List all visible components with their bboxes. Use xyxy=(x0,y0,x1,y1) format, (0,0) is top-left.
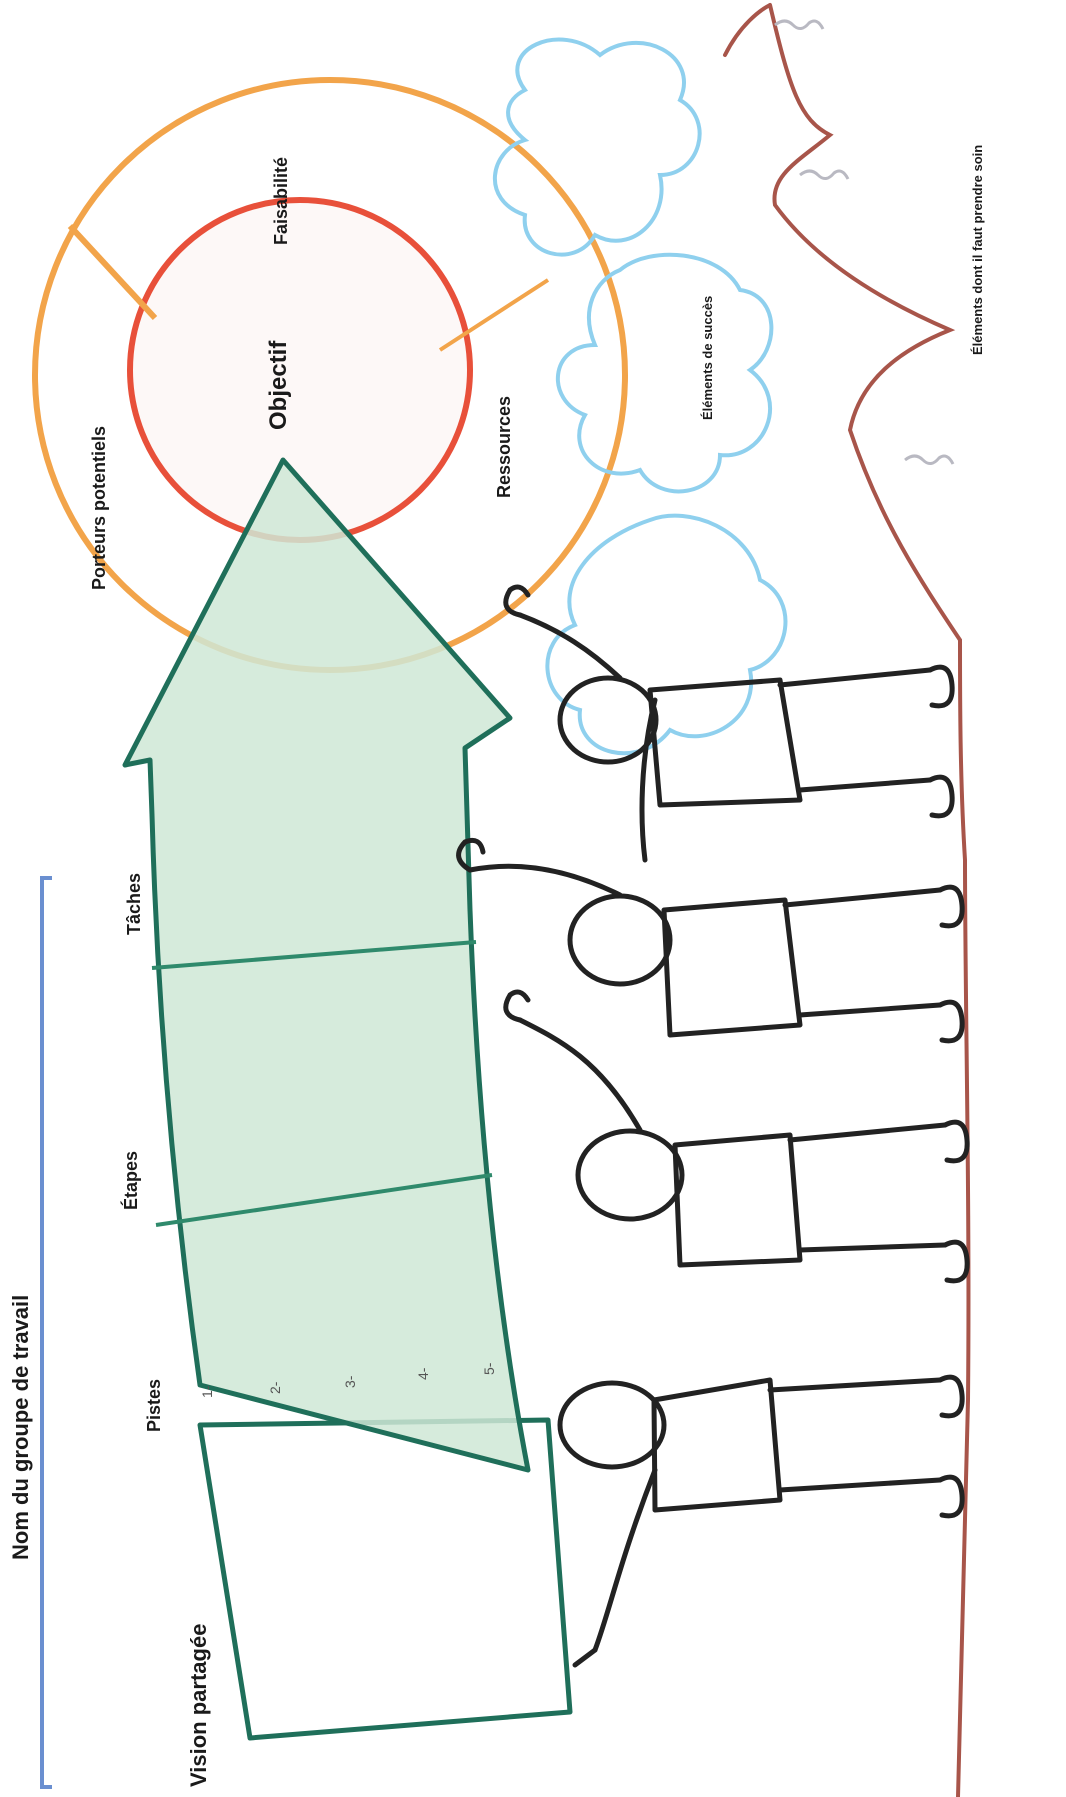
arrow-label-etapes: Étapes xyxy=(120,1151,141,1210)
arrow-label-pistes: Pistes xyxy=(144,1379,164,1432)
piste-number-5: 5- xyxy=(481,1362,497,1375)
mountains-label: Éléments dont il faut prendre soin xyxy=(970,145,985,355)
piste-number-1: 1- xyxy=(199,1385,215,1398)
mountain-snow-1 xyxy=(775,21,823,29)
target-divider-1 xyxy=(70,226,155,318)
vision-label: Vision partagée xyxy=(186,1624,211,1787)
target-segment-ressources: Ressources xyxy=(494,396,514,498)
target-center-label: Objectif xyxy=(265,340,292,430)
clouds-label: Éléments de succès xyxy=(700,296,715,420)
piste-number-2: 2- xyxy=(267,1381,283,1394)
cloud-2 xyxy=(558,255,772,492)
mountain-snow-2 xyxy=(800,171,848,179)
arrow-label-taches: Tâches xyxy=(124,873,144,935)
cloud-1 xyxy=(495,40,700,255)
piste-number-4: 4- xyxy=(415,1367,431,1380)
person-2 xyxy=(506,992,967,1281)
person-1 xyxy=(560,1377,962,1665)
piste-number-3: 3- xyxy=(342,1375,358,1388)
mountain-snow-3 xyxy=(905,456,953,464)
target-segment-faisabilite: Faisabilité xyxy=(271,157,291,245)
group-name-title: Nom du groupe de travail xyxy=(8,1295,33,1560)
cloud-3 xyxy=(547,516,785,754)
person-3 xyxy=(459,840,963,1040)
group-name-frame xyxy=(42,878,52,1787)
target-segment-porteurs: Porteurs potentiels xyxy=(89,426,109,590)
